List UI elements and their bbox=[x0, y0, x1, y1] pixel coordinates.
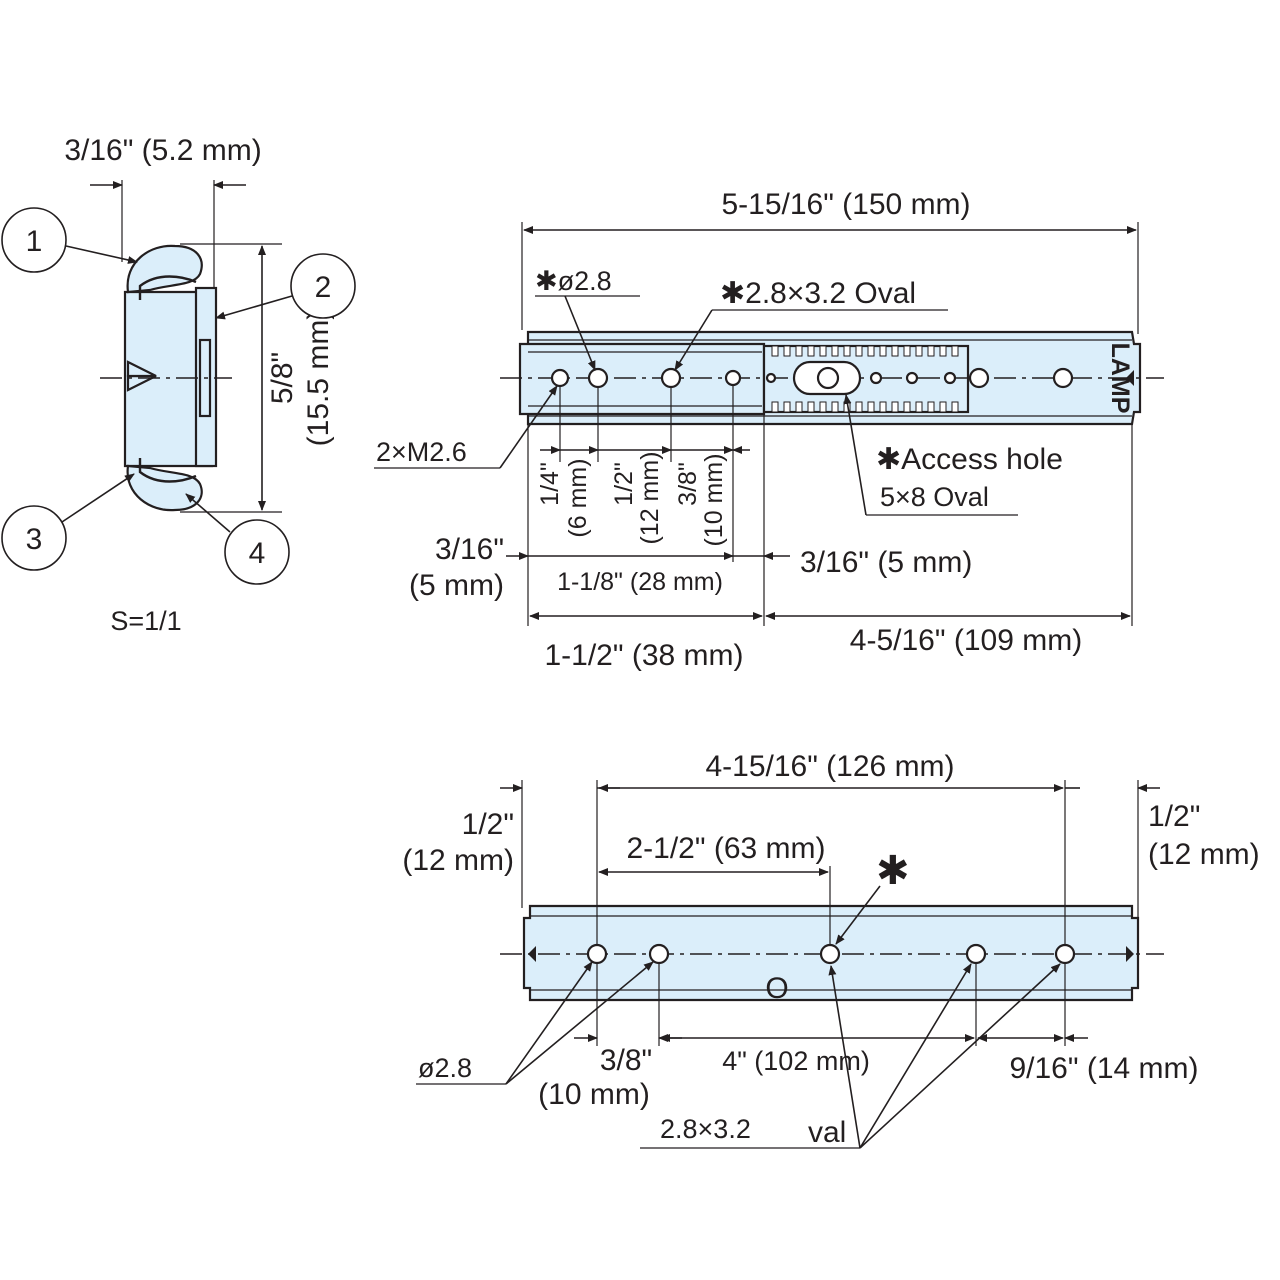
top-view: 5-15/16" (150 mm) LAMP ✱ø2.8 bbox=[374, 188, 1164, 672]
pitch-1-mm: (6 mm) bbox=[564, 458, 592, 537]
top-screw-note: 2×M2.6 bbox=[376, 437, 467, 467]
oval-word: val bbox=[808, 1116, 846, 1149]
bottom-view: O 4-15/16" (126 mm) 1/2" (12 mm) 1/2" (1… bbox=[402, 750, 1259, 1149]
side-profile-upper-curl bbox=[126, 244, 203, 294]
right-offset: 3/16" (5 mm) bbox=[800, 546, 972, 579]
span-28: 1-1/8" (28 mm) bbox=[557, 568, 723, 596]
pitch-mm: (10 mm) bbox=[538, 1078, 650, 1111]
balloon-1: 1 bbox=[26, 225, 43, 258]
top-oval-note: ✱2.8×3.2 Oval bbox=[720, 277, 916, 310]
left-end-in: 1/2" bbox=[462, 808, 514, 841]
side-height-dim-mm: (15.5 mm) bbox=[302, 310, 335, 447]
left-offset-mm: (5 mm) bbox=[409, 569, 504, 602]
mid-span-dim: 2-1/2" (63 mm) bbox=[626, 832, 825, 865]
oval-size: 2.8×3.2 bbox=[660, 1114, 751, 1144]
balloon-4: 4 bbox=[249, 537, 266, 570]
pitch-2-in: 1/2" bbox=[610, 462, 638, 506]
right-end-in: 1/2" bbox=[1148, 800, 1200, 833]
pitch-in: 3/8" bbox=[600, 1044, 652, 1077]
bottom-star: ✱ bbox=[876, 849, 910, 893]
bottom-hole-note: ø2.8 bbox=[418, 1053, 472, 1083]
hole-span-dim: 4-15/16" (126 mm) bbox=[705, 750, 954, 783]
top-hole-note: ✱ø2.8 bbox=[535, 266, 612, 296]
side-height-dim-in: 5/8" bbox=[266, 352, 299, 404]
travel-length: 4-5/16" (109 mm) bbox=[850, 624, 1082, 657]
pitch-3-in: 3/8" bbox=[674, 462, 702, 506]
span-14: 9/16" (14 mm) bbox=[1009, 1052, 1198, 1085]
top-access-note-2: 5×8 Oval bbox=[880, 482, 989, 512]
top-access-note-1: ✱Access hole bbox=[876, 443, 1063, 476]
left-offset-in: 3/16" bbox=[435, 533, 504, 566]
pitch-3-mm: (10 mm) bbox=[700, 453, 728, 546]
side-profile-lower-curl bbox=[126, 464, 203, 512]
side-width-dim: 3/16" (5.2 mm) bbox=[64, 134, 261, 167]
pitch-2-mm: (12 mm) bbox=[636, 451, 664, 544]
left-end-mm: (12 mm) bbox=[402, 844, 514, 877]
right-end-mm: (12 mm) bbox=[1148, 838, 1260, 871]
side-view: 3/16" (5.2 mm) 5/8" (15.5 mm) 1 2 3 4 S= bbox=[1, 134, 356, 636]
bottom-letter-o: O bbox=[765, 972, 788, 1005]
scale-note: S=1/1 bbox=[110, 606, 181, 636]
top-overall-dim: 5-15/16" (150 mm) bbox=[721, 188, 970, 221]
closed-length: 1-1/2" (38 mm) bbox=[544, 639, 743, 672]
pitch-1-in: 1/4" bbox=[536, 462, 564, 506]
balloon-2: 2 bbox=[315, 271, 332, 304]
balloon-3: 3 bbox=[26, 523, 43, 556]
